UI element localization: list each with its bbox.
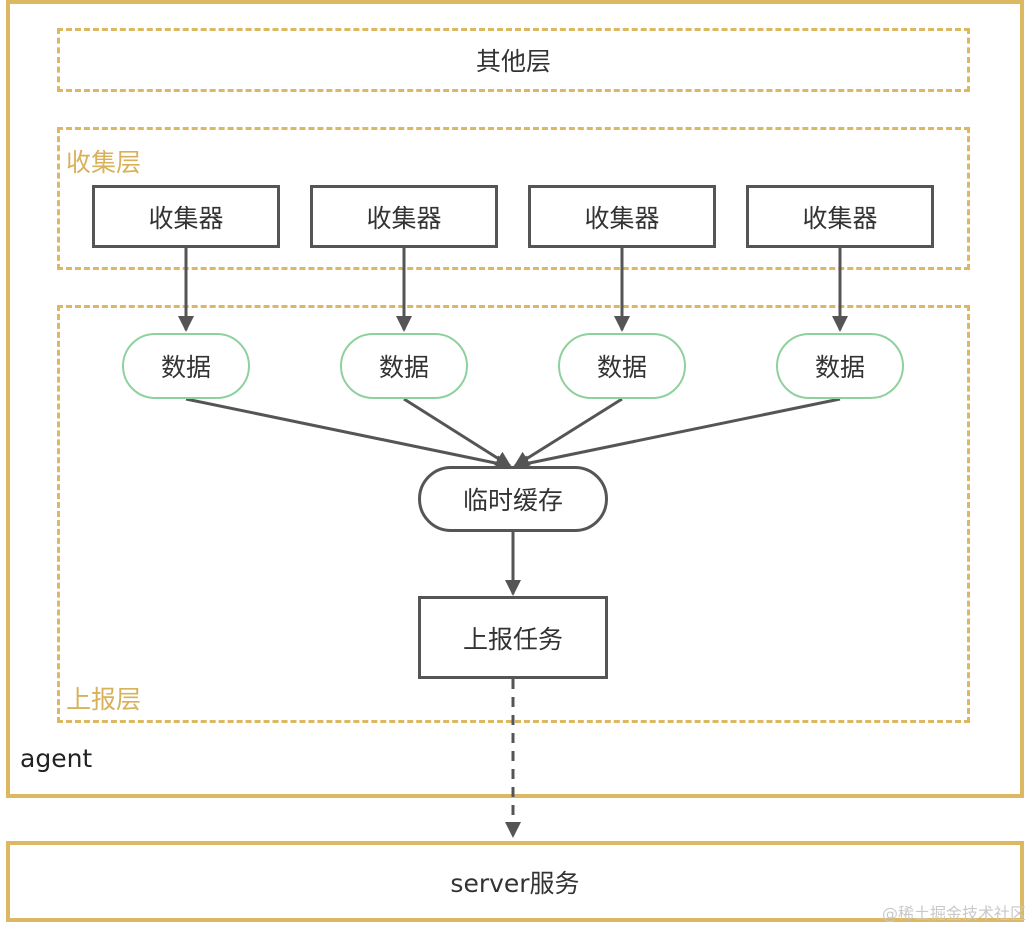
collector-label: 收集器 <box>148 203 224 233</box>
watermark: @稀土掘金技术社区 <box>881 904 1026 923</box>
report-task-node: 上报任务 <box>418 596 608 679</box>
edge-data-2-cache <box>403 397 512 468</box>
data-node: 数据 <box>776 333 904 399</box>
report-layer-label: 上报层 <box>66 685 142 714</box>
other-layer-label: 其他层 <box>475 47 551 76</box>
server-node: server服务 <box>6 841 1024 922</box>
cache-label: 临时缓存 <box>462 486 563 515</box>
data-label: 数据 <box>378 353 429 382</box>
server-label: server服务 <box>450 868 580 898</box>
collector-node: 收集器 <box>528 185 716 248</box>
data-node: 数据 <box>558 333 686 399</box>
edge-data-1-cache <box>185 397 512 471</box>
data-node: 数据 <box>340 333 468 399</box>
report-task-label: 上报任务 <box>462 624 563 654</box>
data-node: 数据 <box>122 333 250 399</box>
edge-data-3-cache <box>513 397 623 468</box>
collector-label: 收集器 <box>366 203 442 233</box>
collector-node: 收集器 <box>92 185 280 248</box>
data-label: 数据 <box>596 353 647 382</box>
agent-label: agent <box>20 744 93 773</box>
collector-layer-label: 收集层 <box>66 148 142 177</box>
data-label: 数据 <box>814 353 865 382</box>
data-label: 数据 <box>160 353 211 382</box>
edge-data-4-cache <box>513 397 841 472</box>
cache-node: 临时缓存 <box>418 466 608 532</box>
collector-node: 收集器 <box>746 185 934 248</box>
collector-node: 收集器 <box>310 185 498 248</box>
collector-layer <box>57 127 970 270</box>
collector-label: 收集器 <box>802 203 878 233</box>
collector-label: 收集器 <box>584 203 660 233</box>
other-layer: 其他层 <box>57 28 970 92</box>
agent-frame <box>6 0 1024 798</box>
